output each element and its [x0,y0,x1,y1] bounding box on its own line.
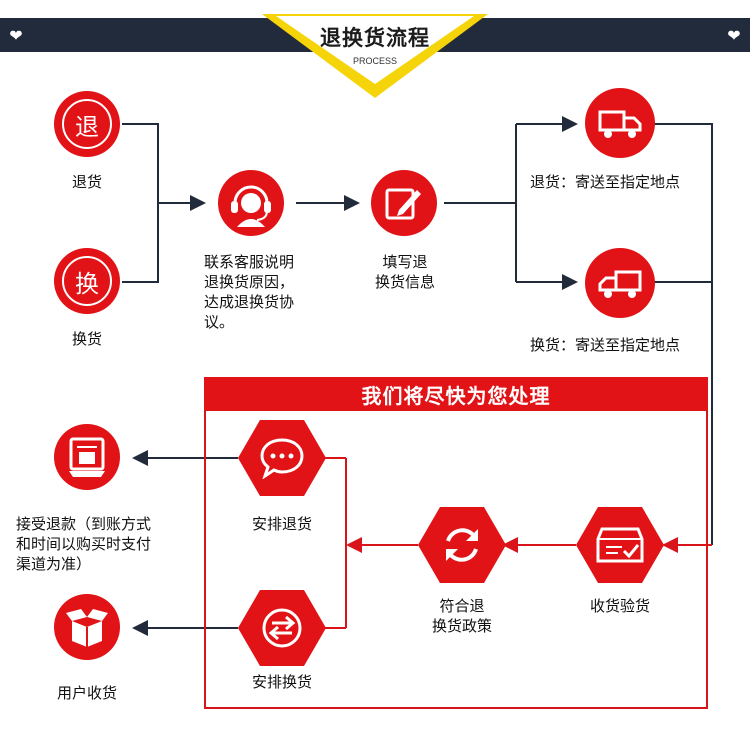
package-check-icon [596,527,644,563]
refresh-cycle-icon [446,528,478,562]
accept-refund-label-line-2: 和时间以购买时支付 [16,535,152,553]
contact-label-line-4: 议。 [204,313,235,331]
receive-node [576,507,664,583]
panel-title: 我们将尽快为您处理 [361,384,551,408]
exchange-label: 换货 [71,330,102,348]
contact-label-line-2: 退换货原因， [204,273,295,291]
arrange-exchange-node [238,590,326,666]
page-title: 退换货流程 [320,26,430,50]
arrange-exchange-label: 安排换货 [251,673,312,691]
customer-service-headset-icon [231,185,271,227]
contact-node [218,170,284,236]
contact-label-line-3: 达成退换货协 [204,293,295,311]
return-char-icon: 退 [62,99,112,149]
panel-header [204,377,708,411]
swap-arrows-icon [262,608,302,648]
edit-pencil-icon [385,188,421,220]
exchange-char-icon: 换 [62,256,112,306]
exchange-node: 换 [54,248,120,314]
page-subtitle: PROCESS [352,56,397,66]
policy-node [418,507,506,583]
accept-refund-node [54,424,120,490]
title-banner [262,14,488,98]
ship-return-label: 退货：寄送至指定地点 [530,173,681,191]
user-receive-node [54,594,120,660]
fill-info-node [371,170,437,236]
heart-icon: ❤ [727,26,741,45]
delivery-truck-icon [598,110,642,138]
ship-exchange-label: 换货：寄送至指定地点 [530,336,681,354]
arrange-refund-label: 安排退货 [251,515,312,533]
fill-info-label-line-1: 填写退 [382,253,428,271]
open-box-icon [66,609,108,647]
return-label: 退货 [71,173,102,191]
receive-label: 收货验货 [589,597,650,615]
ship-return-node [585,88,655,158]
contact-label-line-1: 联系客服说明 [204,253,295,271]
return-node: 退 [54,91,120,157]
accept-refund-label-line-3: 渠道为准） [16,555,92,573]
delivery-truck-icon [598,270,642,298]
chat-bubble-icon [260,438,304,479]
policy-label-line-1: 符合退 [439,597,485,615]
fill-info-label-line-2: 换货信息 [374,273,435,291]
heart-icon: ❤ [9,26,23,45]
ship-exchange-node [585,248,655,318]
user-receive-label: 用户收货 [56,684,117,702]
accept-refund-label-line-1: 接受退款（到账方式 [16,515,152,533]
refund-receipt-icon [69,437,105,477]
policy-label-line-2: 换货政策 [431,617,492,635]
